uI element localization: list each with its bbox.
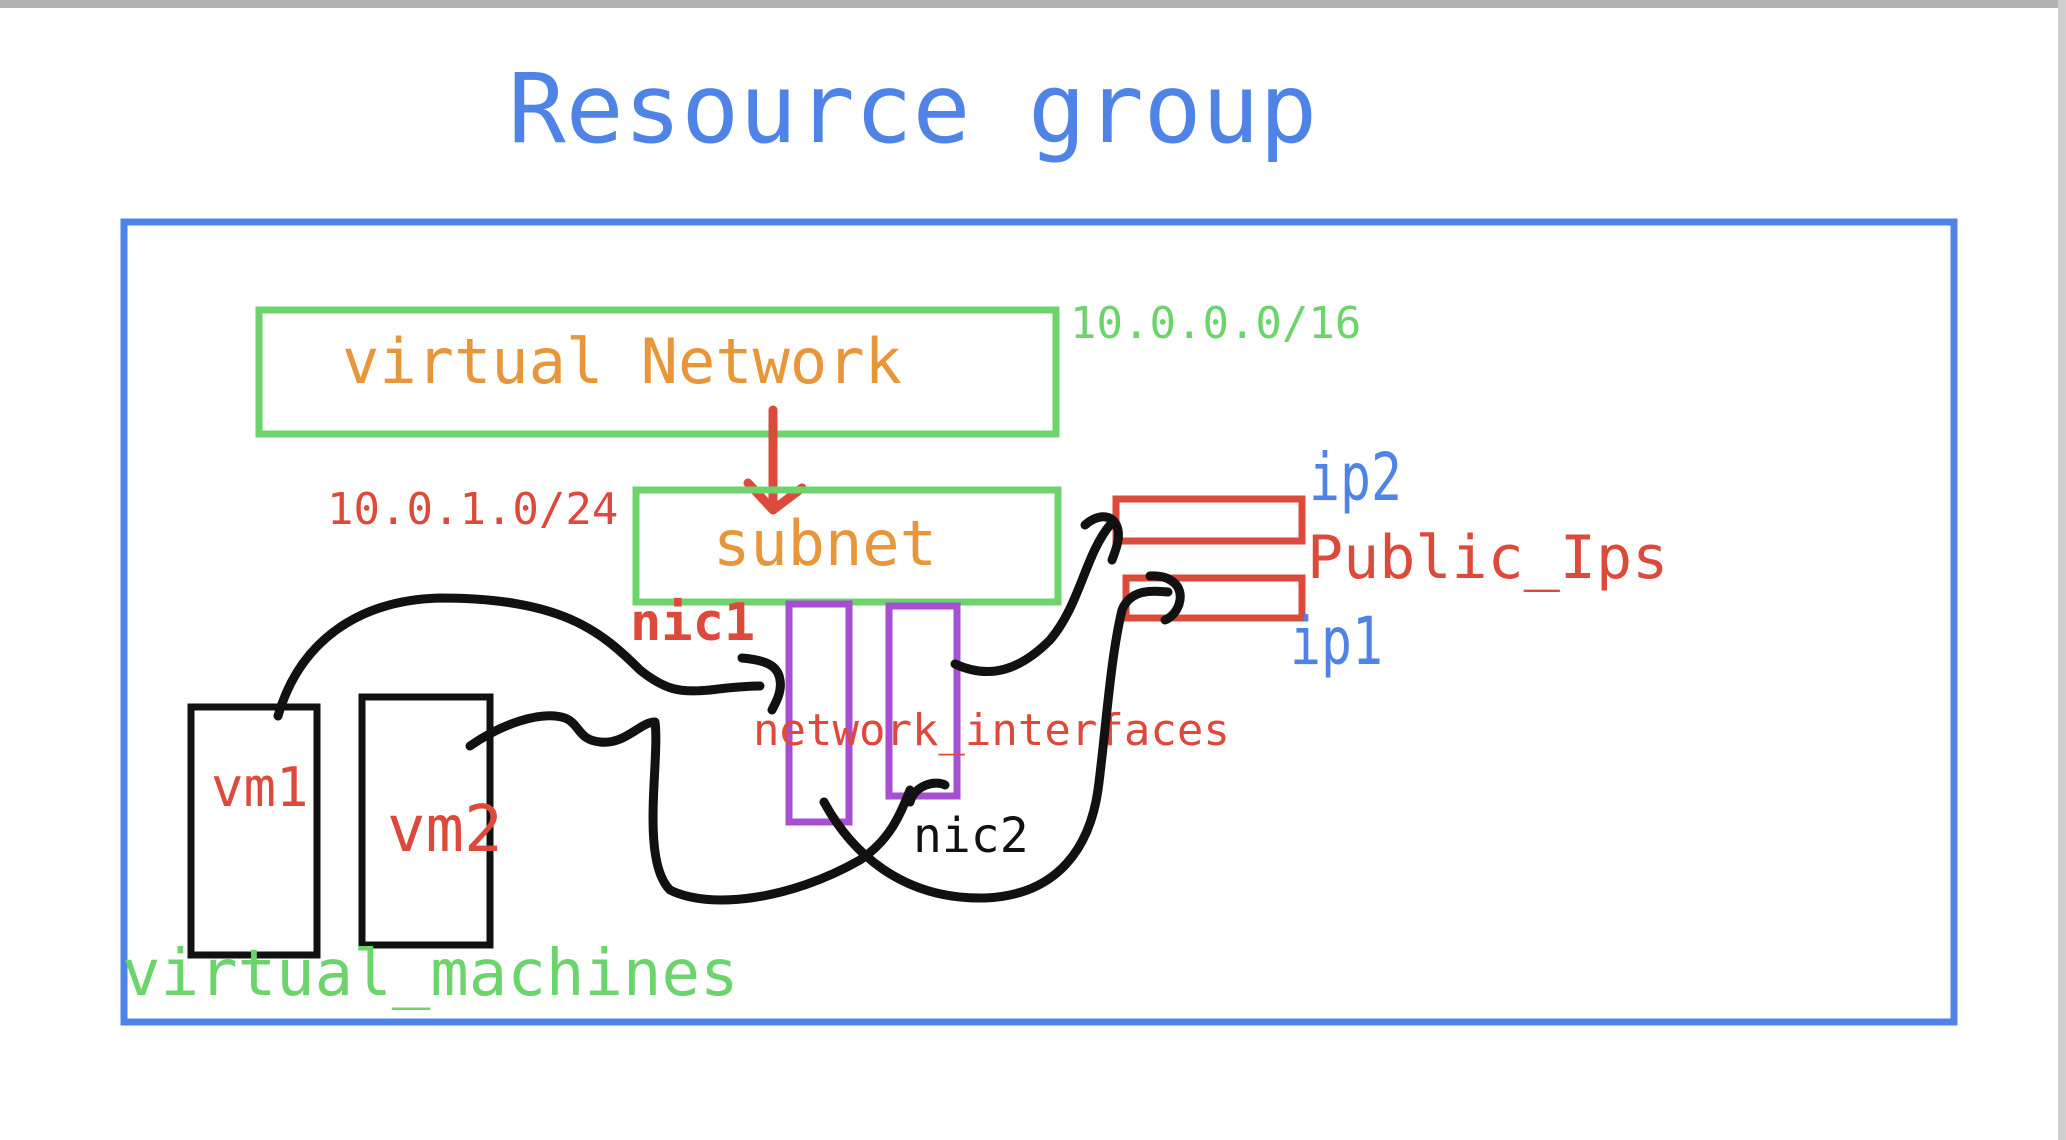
virtual-machines-label: virtual_machines — [122, 937, 739, 1011]
nic2-label: nic2 — [913, 808, 1029, 864]
vm2-box — [358, 693, 494, 949]
vm2-to-nic2-arrowhead — [905, 778, 950, 807]
nic1-to-ip1-connector — [819, 586, 1173, 903]
virtual-network-label: virtual Network — [342, 325, 902, 398]
nic1-box — [785, 600, 853, 826]
ip1-label: ip1 — [1290, 603, 1383, 680]
nic1-to-ip1-arrowhead — [1145, 571, 1185, 625]
nic2-to-ip2-connector — [950, 520, 1115, 676]
nic2-box — [885, 602, 961, 800]
nic2-to-ip2-arrowhead — [1080, 512, 1123, 565]
ip2-label: ip2 — [1309, 439, 1402, 516]
right-edge-line — [2058, 0, 2066, 1140]
vnet-cidr-label: 10.0.0.0/16 — [1070, 298, 1361, 349]
top-edge-line — [0, 0, 2066, 8]
vm1-to-nic1-connector — [273, 593, 765, 721]
public-ips-label: Public_Ips — [1307, 523, 1668, 593]
vm2-to-nic2-connector — [465, 711, 915, 905]
subnet-cidr-label: 10.0.1.0/24 — [327, 484, 618, 535]
nic1-label: nic1 — [630, 593, 755, 653]
vm1-box — [187, 703, 321, 959]
vm2-label: vm2 — [387, 793, 503, 867]
virtual-network-box — [255, 306, 1060, 438]
resource-group-title: Resource group — [508, 53, 1317, 165]
vm1-to-nic1-arrowhead — [737, 653, 785, 715]
ip2-box — [1112, 495, 1306, 545]
ip1-box — [1122, 574, 1306, 622]
vm1-label: vm1 — [211, 756, 309, 819]
subnet-label: subnet — [713, 507, 937, 580]
resource-group-box — [120, 218, 1958, 1026]
network-interfaces-label: network_interfaces — [753, 705, 1230, 756]
